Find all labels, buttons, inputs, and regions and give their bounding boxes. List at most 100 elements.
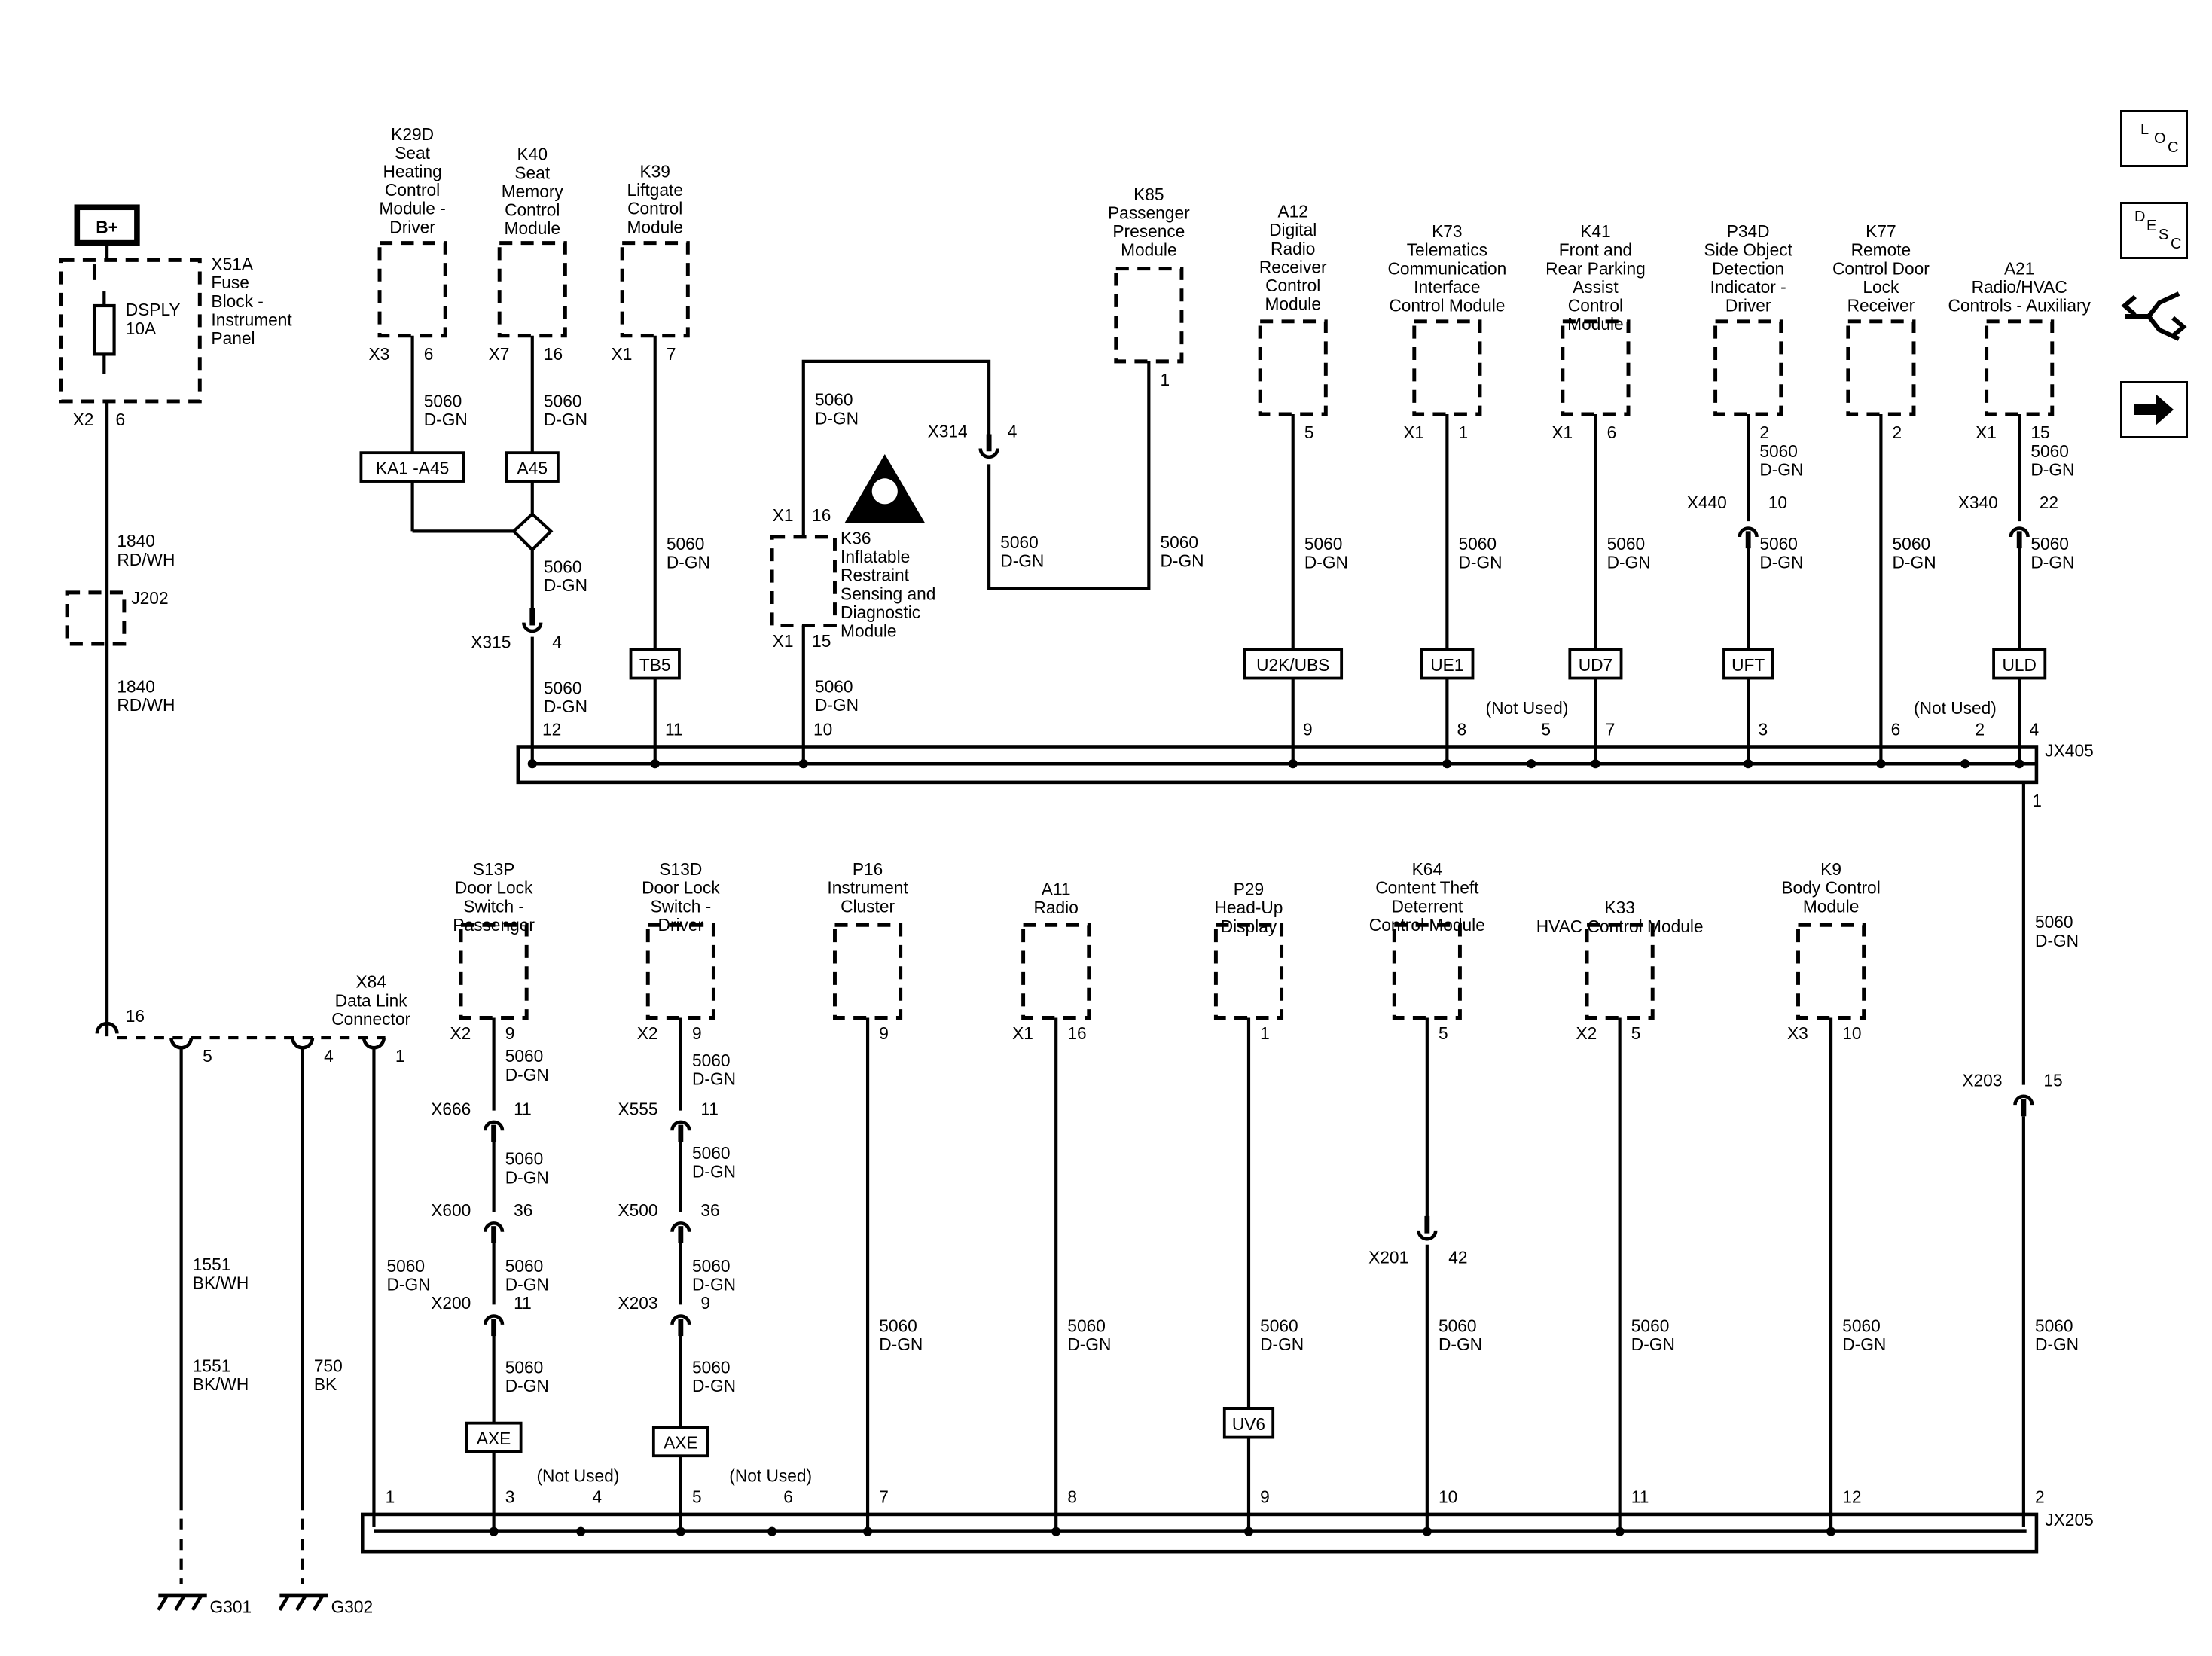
jx405-splice-dot [1876, 759, 1886, 769]
k36-title: Inflatable [841, 547, 910, 566]
s13p-wire-label-1: D-GN [505, 1065, 549, 1084]
jx405-not-used-1: (Not Used) [1486, 698, 1569, 718]
x440-label: X440 [1687, 493, 1727, 512]
k36-bottom-pin: 15 [812, 631, 831, 651]
loc-letter-l: L [2140, 121, 2149, 138]
k85-wire [987, 361, 1151, 590]
connector-tool-button[interactable] [2120, 286, 2188, 343]
a21-module-box [1985, 319, 2055, 416]
k41-module-box [1561, 319, 1631, 416]
jx405-splice-dot [1744, 759, 1753, 769]
k36-module-box [770, 535, 837, 627]
inline-5-pin [678, 1319, 684, 1337]
k85-wire-label-2: D-GN [1161, 551, 1204, 571]
jx205-splice-dot [1615, 1526, 1625, 1536]
jx405-splice-dot [1527, 759, 1536, 769]
p29-wire-label: D-GN [1260, 1334, 1304, 1354]
jx205-pin: 8 [1067, 1487, 1077, 1507]
k40-module-box [497, 241, 567, 338]
p34d-title: Driver [1725, 296, 1771, 316]
k64-wire-label: D-GN [1439, 1334, 1482, 1354]
x440-symbol [1738, 526, 1759, 538]
inline-2-symbol [483, 1314, 505, 1325]
p29-title: Head-Up [1215, 898, 1283, 917]
splice-wire-label: 5060 [544, 557, 582, 576]
jx205-pin: 12 [1842, 1487, 1861, 1507]
k9-title: Module [1803, 896, 1860, 916]
description-button[interactable]: D E S C [2120, 202, 2188, 259]
s13d-wire-label-4: 5060 [692, 1357, 731, 1377]
jx405-splice-dot [2015, 759, 2024, 769]
fuse-label: 10A [126, 319, 157, 338]
s13p-wire-label-2: 5060 [505, 1149, 544, 1169]
x315-label: X315 [471, 633, 511, 652]
inline-connector-label: X500 [618, 1200, 657, 1220]
location-button[interactable]: L O C [2120, 110, 2188, 167]
k9-wire-label: D-GN [1842, 1334, 1886, 1354]
right-riser-wire-label-2: D-GN [2035, 1334, 2079, 1354]
a21-wire-label-2: D-GN [2030, 553, 2074, 572]
s13d-tag-label: AXE [664, 1433, 697, 1453]
k40-wire-label: 5060 [544, 392, 582, 411]
p16-pin: 9 [879, 1023, 889, 1043]
k39-title: Liftgate [627, 180, 683, 200]
jx205-pin: 1 [386, 1487, 395, 1507]
a11-title: A11 [1042, 880, 1071, 899]
k36-title: Sensing and [841, 584, 935, 603]
s13p-wire-label-left: D-GN [387, 1274, 431, 1294]
s13p-wire-label-3: 5060 [505, 1256, 544, 1276]
a12-tag-label: U2K/UBS [1256, 655, 1329, 675]
k73-title: Interface [1414, 277, 1480, 297]
inline-connector-pin: 11 [514, 1293, 532, 1313]
jx205-not-used-1: (Not Used) [536, 1465, 619, 1485]
k77-wire-label: D-GN [1893, 553, 1936, 572]
a12-module-box [1258, 319, 1328, 416]
k9-wire-label: 5060 [1842, 1316, 1881, 1335]
k39-title: Module [627, 217, 683, 236]
k36-title: Diagnostic [841, 602, 920, 622]
k33-wire-label: D-GN [1631, 1334, 1675, 1354]
k29d-title: Seat [395, 143, 430, 163]
jx405-splice-dot [1288, 759, 1298, 769]
jx405-label: JX405 [2045, 741, 2093, 761]
k39-tag-label: TB5 [639, 655, 671, 675]
inline-0-pin [491, 1124, 497, 1142]
a21-title: Controls - Auxiliary [1948, 296, 2091, 316]
s13d-wire-label-3: 5060 [692, 1256, 731, 1276]
k64-title: K64 [1412, 859, 1442, 879]
k33-pin: 5 [1631, 1023, 1641, 1043]
fuse-block-title: Fuse [211, 273, 249, 292]
s13d-wire-label-1: D-GN [692, 1069, 736, 1089]
x84-title: Connector [331, 1009, 410, 1029]
inline-3-pin [678, 1124, 684, 1142]
dlc-pin-label: 5 [203, 1046, 212, 1066]
next-page-button[interactable] [2120, 381, 2188, 438]
s13d-module-box [645, 923, 715, 1020]
inline-connector-pin: 11 [514, 1099, 532, 1118]
jx205-splice-dot [576, 1526, 586, 1536]
jx205-splice-dot [1051, 1526, 1061, 1536]
p34d-tag-box [1722, 648, 1774, 680]
k29d-title: Module - [379, 199, 445, 218]
k33-connector: X2 [1576, 1023, 1597, 1043]
k39-pin: 7 [667, 344, 676, 364]
k29d-title: Driver [389, 217, 435, 236]
k73-pin: 1 [1459, 422, 1469, 442]
p34d-wire-label: 5060 [1759, 441, 1798, 461]
k85-title: Passenger [1108, 203, 1190, 222]
fuse-symbol [92, 303, 116, 356]
k77-wire-label: 5060 [1893, 534, 1931, 554]
jx405-pin: 4 [2029, 719, 2039, 739]
k77-pin: 2 [1893, 422, 1902, 442]
s13p-wire-label-2: D-GN [505, 1167, 549, 1187]
k36-title: Restraint [841, 566, 910, 585]
jx205-splice-dot [1243, 1526, 1254, 1536]
k41-wire-label: 5060 [1607, 534, 1646, 554]
fuse-block-title: Instrument [211, 310, 292, 330]
x203-riser-symbol [2013, 1094, 2034, 1106]
s13d-tag-box [651, 1426, 709, 1458]
a21-tag-box [1992, 648, 2047, 680]
g302-wire-label: 750 [314, 1356, 343, 1375]
k64-title: Content Theft [1375, 878, 1479, 898]
inline-connector-pin: 36 [514, 1200, 532, 1220]
